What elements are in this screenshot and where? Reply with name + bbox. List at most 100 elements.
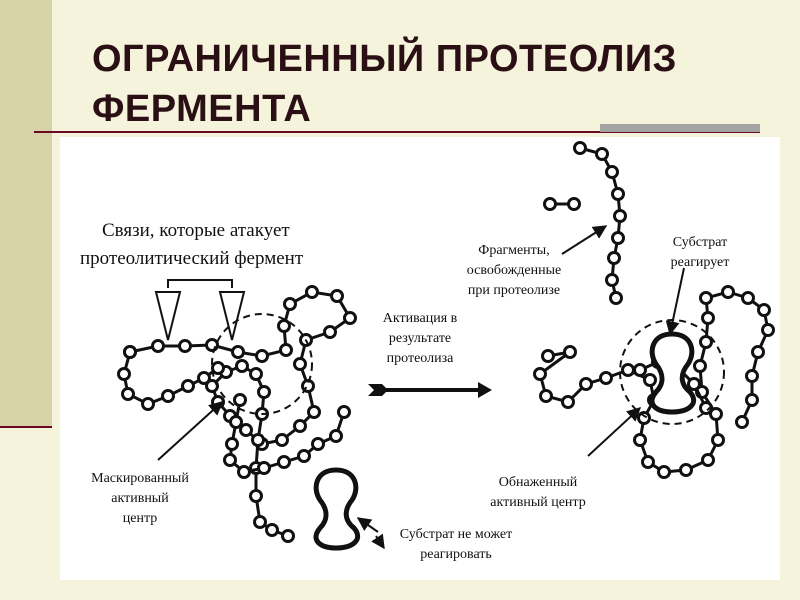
amino-acid-bead <box>633 363 647 377</box>
label-activation-line-1: Активация в <box>383 311 458 326</box>
amino-acid-bead <box>151 339 165 353</box>
amino-acid-bead <box>637 411 651 425</box>
amino-acid-bead <box>235 359 249 373</box>
masked-active-center-circle <box>211 313 313 415</box>
bond-markers <box>154 279 246 341</box>
proenzyme-left-lower <box>223 393 351 479</box>
label-fragments-line-2: освобожденные <box>467 263 561 278</box>
amino-acid-bead <box>609 291 623 305</box>
amino-acid-bead <box>275 433 289 447</box>
fragment-short <box>543 197 581 211</box>
activation-arrow <box>368 382 492 398</box>
amino-acid-bead <box>293 357 307 371</box>
amino-acid-bead <box>257 385 271 399</box>
amino-acid-bead <box>283 297 297 311</box>
amino-acid-bead <box>761 323 775 337</box>
active-enzyme-chain <box>533 285 775 479</box>
amino-acid-bead <box>297 449 311 463</box>
peptide-chains <box>117 141 775 543</box>
amino-acid-bead <box>539 389 553 403</box>
amino-acid-bead <box>711 433 725 447</box>
amino-acid-bead <box>249 489 263 503</box>
amino-acid-bead <box>223 453 237 467</box>
amino-acid-bead <box>693 359 707 373</box>
amino-acid-bead <box>621 363 635 377</box>
amino-acid-bead <box>533 367 547 381</box>
amino-acid-bead <box>701 311 715 325</box>
amino-acid-bead <box>611 231 625 245</box>
amino-acid-bead <box>141 397 155 411</box>
amino-acid-bead <box>735 415 749 429</box>
substrate-shape-right <box>649 331 697 415</box>
amino-acid-bead <box>599 371 613 385</box>
amino-acid-bead <box>233 393 247 407</box>
label-bonds-line-2: протеолитический фермент <box>80 248 304 269</box>
amino-acid-bead <box>543 197 557 211</box>
amino-acid-bead <box>305 285 319 299</box>
label-exposed-line-1: Обнаженный <box>499 475 578 490</box>
amino-acid-bead <box>687 377 701 391</box>
slide-title: ОГРАНИЧЕННЫЙ ПРОТЕОЛИЗ ФЕРМЕНТА <box>92 34 772 134</box>
amino-acid-bead <box>329 429 343 443</box>
amino-acid-bead <box>225 437 239 451</box>
label-substrate-reacts-line-1: Субстрат <box>673 235 727 250</box>
slide-title-line-2: ФЕРМЕНТА <box>92 88 312 130</box>
label-substrate-reacts-line-2: реагирует <box>671 255 730 270</box>
amino-acid-bead <box>205 338 219 352</box>
amino-acid-bead <box>293 419 307 433</box>
amino-acid-bead <box>699 291 713 305</box>
amino-acid-bead <box>239 423 253 437</box>
amino-acid-bead <box>181 379 195 393</box>
amino-acid-bead <box>561 395 575 409</box>
side-accent-rule <box>0 426 52 428</box>
label-bonds-line-1: Связи, которые атакует <box>102 220 290 241</box>
amino-acid-bead <box>605 273 619 287</box>
amino-acid-bead <box>231 345 245 359</box>
amino-acid-bead <box>330 289 344 303</box>
amino-acid-bead <box>311 437 325 451</box>
amino-acid-bead <box>745 393 759 407</box>
substrate-shape-left <box>313 467 361 551</box>
amino-acid-bead <box>699 335 713 349</box>
side-accent-bar <box>0 0 52 428</box>
amino-acid-bead <box>579 377 593 391</box>
amino-acid-bead <box>277 319 291 333</box>
label-masked-line-3: центр <box>123 511 158 526</box>
slide-title-line-1: ОГРАНИЧЕННЫЙ ПРОТЕОЛИЗ <box>92 38 677 80</box>
amino-acid-bead <box>255 349 269 363</box>
amino-acid-bead <box>657 465 671 479</box>
amino-acid-bead <box>563 345 577 359</box>
amino-acid-bead <box>573 141 587 155</box>
amino-acid-bead <box>541 349 555 363</box>
label-masked-line-2: активный <box>111 491 169 506</box>
pointer-arrows <box>157 225 685 550</box>
amino-acid-bead <box>121 387 135 401</box>
amino-acid-bead <box>337 405 351 419</box>
amino-acid-bead <box>595 147 609 161</box>
label-exposed-line-2: активный центр <box>490 495 585 510</box>
label-fragments-line-3: при протеолизе <box>468 283 560 298</box>
amino-acid-bead <box>699 401 713 415</box>
amino-acid-bead <box>643 373 657 387</box>
amino-acid-bead <box>741 291 755 305</box>
label-activation-line-2: результате <box>389 331 451 346</box>
amino-acid-bead <box>679 463 693 477</box>
label-masked-line-1: Маскированный <box>91 471 189 486</box>
amino-acid-bead <box>633 433 647 447</box>
amino-acid-bead <box>323 325 337 339</box>
title-underline <box>34 131 760 133</box>
amino-acid-bead <box>745 369 759 383</box>
amino-acid-bead <box>117 367 131 381</box>
amino-acid-bead <box>249 367 263 381</box>
fragment-long <box>573 141 627 305</box>
amino-acid-bead <box>343 311 357 325</box>
label-substrate-cannot-line-2: реагировать <box>420 547 492 562</box>
amino-acid-bead <box>253 515 267 529</box>
amino-acid-bead <box>161 389 175 403</box>
label-substrate-cannot-line-1: Субстрат не может <box>400 527 512 542</box>
amino-acid-bead <box>307 405 321 419</box>
amino-acid-bead <box>641 455 655 469</box>
amino-acid-bead <box>123 345 137 359</box>
amino-acid-bead <box>757 303 771 317</box>
